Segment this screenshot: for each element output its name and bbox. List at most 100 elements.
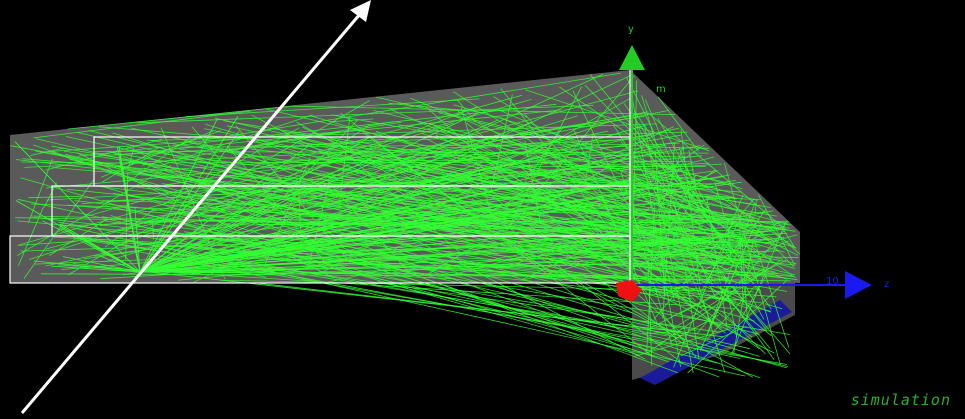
ray-line — [721, 310, 766, 355]
axis-unit-label: m — [656, 84, 666, 95]
ray-line — [633, 80, 638, 213]
direction-arrow — [20, 0, 371, 414]
source-ray-line — [139, 155, 377, 273]
ray-line — [132, 149, 776, 231]
ray-line — [181, 258, 788, 365]
ray-line — [678, 147, 706, 213]
ray-line — [269, 159, 693, 163]
ray-line — [764, 303, 783, 310]
ray-line — [331, 114, 701, 182]
ray-line — [219, 279, 755, 293]
source-ray-line — [33, 260, 141, 273]
ray-line — [706, 197, 728, 330]
ray-line — [708, 297, 743, 301]
ray-line — [462, 136, 788, 225]
source-ray-line — [139, 116, 239, 273]
ray-line — [687, 280, 787, 374]
ray-line — [308, 179, 331, 267]
ray-line — [18, 240, 78, 246]
ray-line — [98, 126, 667, 173]
source-ray-line — [139, 182, 627, 273]
ray-line — [645, 99, 693, 211]
ray-line — [680, 325, 747, 357]
ray-line — [312, 189, 745, 246]
ray-line — [583, 276, 791, 282]
axis-y-arrowhead — [619, 45, 645, 70]
ray-line — [648, 170, 681, 187]
ray-line — [392, 164, 772, 313]
source-ray-line — [100, 255, 141, 273]
ray-line — [408, 183, 792, 226]
ray-line — [307, 248, 656, 350]
axis-z-arrowhead — [845, 271, 872, 299]
ray-line — [83, 250, 142, 260]
ray-line — [317, 161, 484, 220]
ray-line — [720, 208, 767, 268]
axis-z-tick: 10 — [826, 276, 839, 287]
axis-z: 10 z — [632, 271, 889, 299]
ray-line — [645, 239, 739, 252]
ray-line — [43, 182, 57, 208]
ray-line — [81, 164, 669, 204]
ray-line — [67, 100, 370, 276]
ray-line — [318, 271, 730, 281]
ray-line — [435, 134, 729, 271]
ray-line — [642, 167, 759, 201]
ray-line — [144, 130, 609, 225]
ray-line — [253, 169, 694, 209]
source-ray-line — [139, 263, 534, 273]
source-ray-line — [139, 121, 532, 273]
source-ray-line — [139, 270, 276, 273]
source-ray-line — [139, 176, 725, 273]
ray-line — [423, 137, 743, 300]
ray-line — [659, 145, 684, 210]
ray-line — [101, 130, 214, 178]
ray-line — [115, 106, 478, 247]
ray-line — [40, 131, 341, 153]
ray-line — [203, 128, 466, 184]
ray-line — [640, 270, 722, 329]
ray-line — [456, 99, 476, 121]
ray-line — [496, 108, 760, 221]
ray-line — [731, 222, 786, 354]
ray-line — [644, 125, 694, 373]
ray-line — [21, 161, 148, 164]
ray-line — [428, 149, 771, 208]
ray-line — [328, 118, 374, 123]
ray-line — [741, 275, 767, 317]
axis-z-label: z — [884, 279, 889, 290]
ray-line — [645, 175, 696, 276]
ray-line — [219, 134, 681, 217]
axis-y-label: y — [628, 24, 634, 35]
source-ray-line — [139, 271, 618, 277]
source-ray-line — [139, 151, 661, 273]
ray-line — [632, 99, 681, 367]
ray-line — [28, 195, 81, 199]
source-ray-line — [139, 178, 477, 273]
source-ray-line — [139, 152, 479, 273]
ray-line — [453, 104, 743, 190]
ray-line — [449, 212, 688, 276]
source-ray-line — [51, 265, 141, 273]
ray-line — [410, 97, 724, 224]
ray-line — [421, 133, 797, 249]
ray-line — [17, 198, 741, 359]
ray-line — [634, 110, 723, 242]
ray-line — [227, 233, 783, 278]
ray-line — [666, 169, 715, 208]
ray-line — [411, 211, 696, 232]
ray-line — [33, 110, 251, 139]
ray-line — [631, 244, 760, 255]
ray-line — [113, 109, 562, 156]
ray-line — [407, 155, 558, 194]
ray-line — [671, 271, 765, 331]
ray-line — [764, 234, 798, 245]
ray-line — [373, 110, 736, 199]
geometry-outlines — [9, 70, 631, 284]
ray-line — [627, 178, 771, 349]
ray-line — [52, 167, 790, 229]
source-ray-line — [139, 224, 204, 273]
ray-line — [699, 222, 757, 351]
